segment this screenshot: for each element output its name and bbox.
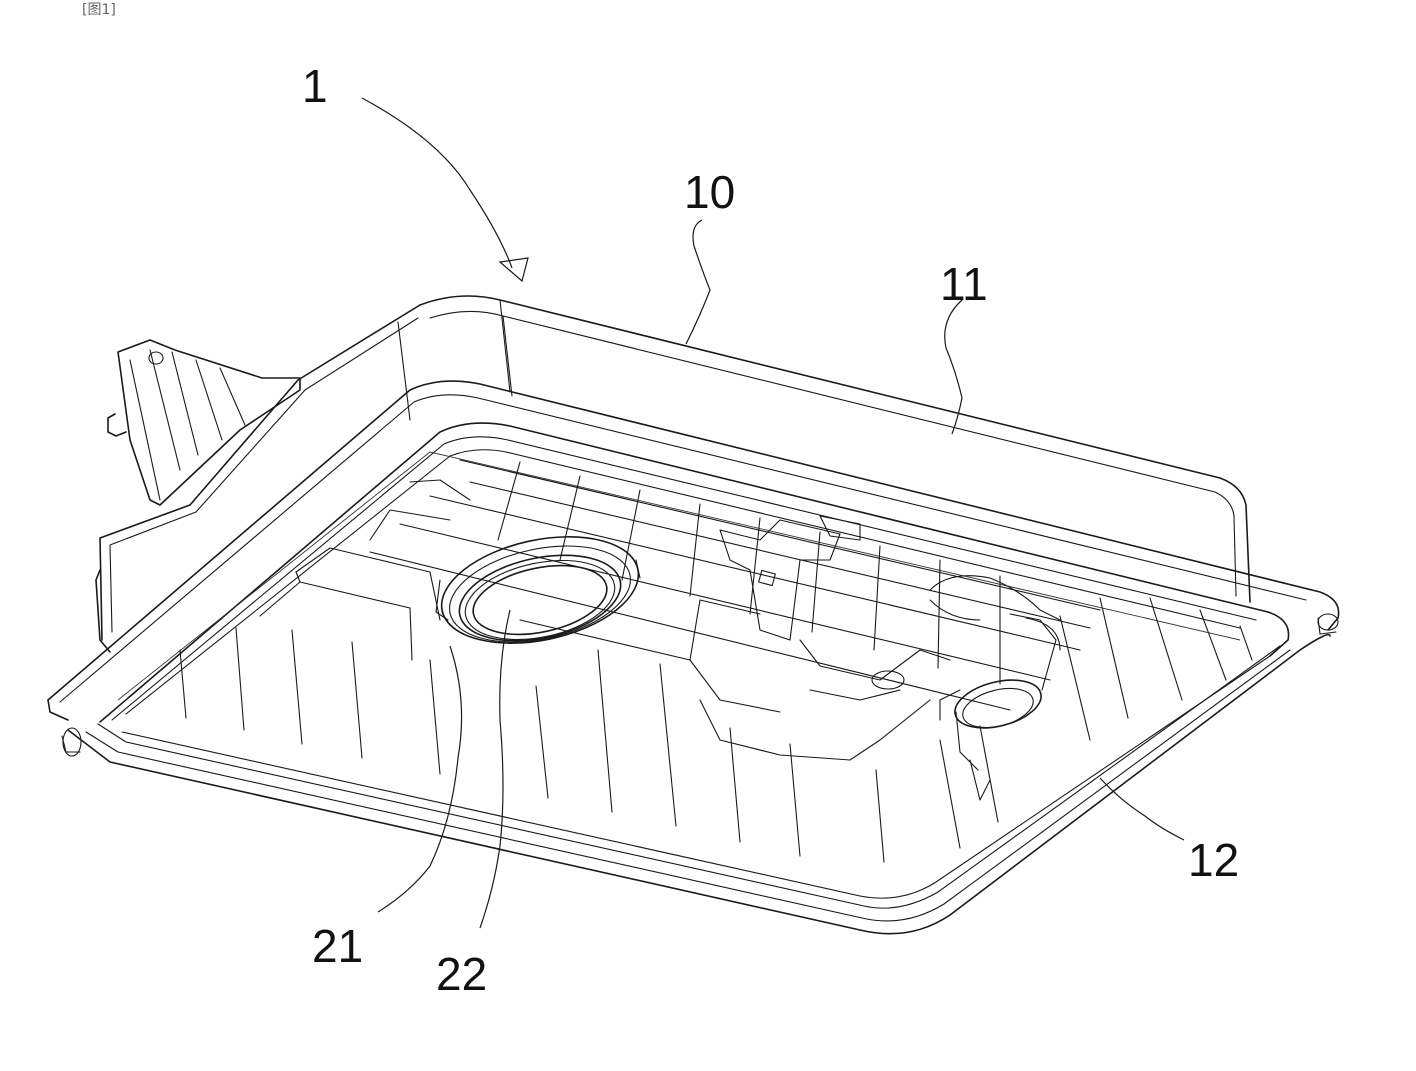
figure-header-mark: [图1] (82, 2, 116, 18)
label-assembly: 1 (302, 60, 328, 112)
label-port-ring: 21 (312, 920, 363, 972)
leader-port-opening (480, 610, 510, 928)
housing-drawing (48, 296, 1339, 934)
label-port-opening: 22 (436, 948, 487, 1000)
rib-grid (370, 460, 1100, 710)
leader-port-ring (378, 646, 462, 912)
leader-bottom-plate (1100, 778, 1184, 840)
leader-housing (686, 220, 710, 344)
label-bottom-plate: 12 (1188, 834, 1239, 886)
label-housing: 10 (684, 166, 735, 218)
label-side-wall: 11 (940, 258, 988, 310)
leader-assembly (362, 98, 512, 268)
round-port (432, 520, 648, 659)
arrowhead-icon (500, 258, 528, 281)
